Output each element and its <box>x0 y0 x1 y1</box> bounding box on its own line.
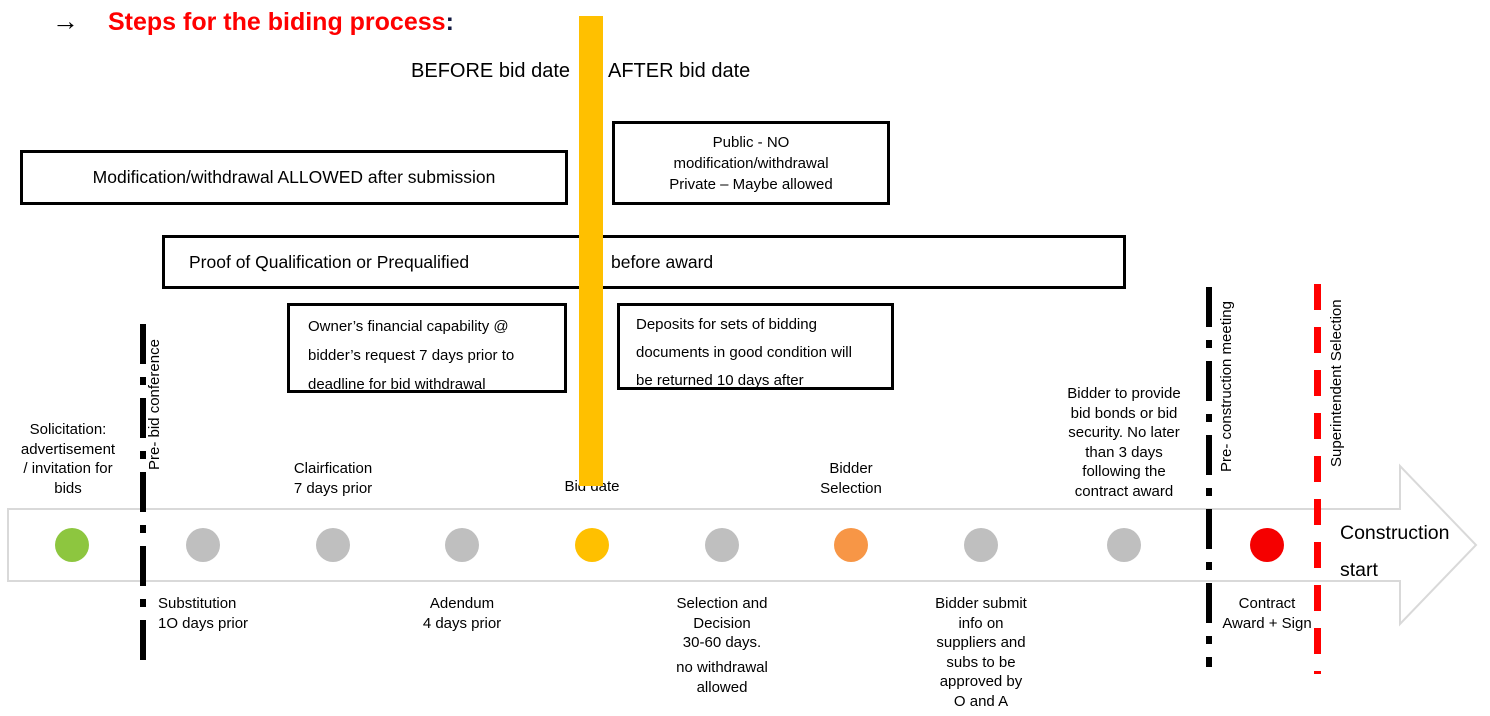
contract-award-label: Contract Award + Sign <box>1222 595 1312 632</box>
superintendent-selection-label: Superintendent Selection <box>1328 299 1345 467</box>
clairfication-label: Clairfication 7 days prior <box>293 460 373 497</box>
milestone-dot-bid-bonds <box>1107 528 1141 562</box>
page-title-text: Steps for the biding process <box>108 8 446 36</box>
page-title-colon: : <box>445 8 454 36</box>
pre-bid-conference-label: Pre- bid conference <box>146 339 163 470</box>
title-bullet-arrow-icon: → <box>52 6 79 36</box>
adendum-label: Adendum 4 days prior <box>422 595 502 632</box>
superintendent-selection-divider <box>1314 284 1321 674</box>
construction-start-label: Construction start <box>1340 522 1450 581</box>
no-withdrawal-label: no withdrawal allowed <box>676 659 768 696</box>
milestone-dot-selection-decision <box>705 528 739 562</box>
public-private-box: Public - NO modification/withdrawal Priv… <box>612 121 890 205</box>
before-bid-date-label: BEFORE bid date <box>411 60 570 82</box>
bid-bonds-label: Bidder to provide bid bonds or bid secur… <box>1067 385 1181 500</box>
after-bid-date-label: AFTER bid date <box>608 60 751 82</box>
pre-construction-meeting-label: Pre- construction meeting <box>1218 301 1235 472</box>
pre-bid-conference-divider <box>140 324 146 662</box>
milestone-dot-solicitation <box>55 528 89 562</box>
milestone-dot-adendum <box>445 528 479 562</box>
solicitation-label: Solicitation: advertisement / invitation… <box>20 421 116 497</box>
substitution-label: Substitution 1O days prior <box>158 595 249 632</box>
bid-date-divider-bar <box>579 16 603 486</box>
bidder-submit-label: Bidder submit info on suppliers and subs… <box>935 595 1027 710</box>
milestone-dot-bidder-submit <box>964 528 998 562</box>
bidder-selection-label: Bidder Selection <box>820 460 882 497</box>
before-award-text: before award <box>611 252 714 272</box>
deposits-returned-box: Deposits for sets of bidding documents i… <box>617 303 894 390</box>
milestone-dot-clairfication <box>316 528 350 562</box>
milestone-dot-bid-date <box>575 528 609 562</box>
modification-allowed-box: Modification/withdrawal ALLOWED after su… <box>20 150 568 205</box>
milestone-dot-bidder-selection <box>834 528 868 562</box>
selection-decision-label: Selection and Decision 30-60 days. <box>676 595 768 651</box>
pre-construction-meeting-divider <box>1206 287 1212 667</box>
milestone-dot-contract-award <box>1250 528 1284 562</box>
page-title: Steps for the biding process: <box>108 8 454 37</box>
milestone-dot-substitution <box>186 528 220 562</box>
proof-left-text: Proof of Qualification or Prequalified <box>189 252 470 272</box>
owner-financial-capability-box: Owner’s financial capability @ bidder’s … <box>287 303 567 393</box>
proof-of-qualification-box: Proof of Qualification or Prequalified b… <box>162 235 1126 289</box>
